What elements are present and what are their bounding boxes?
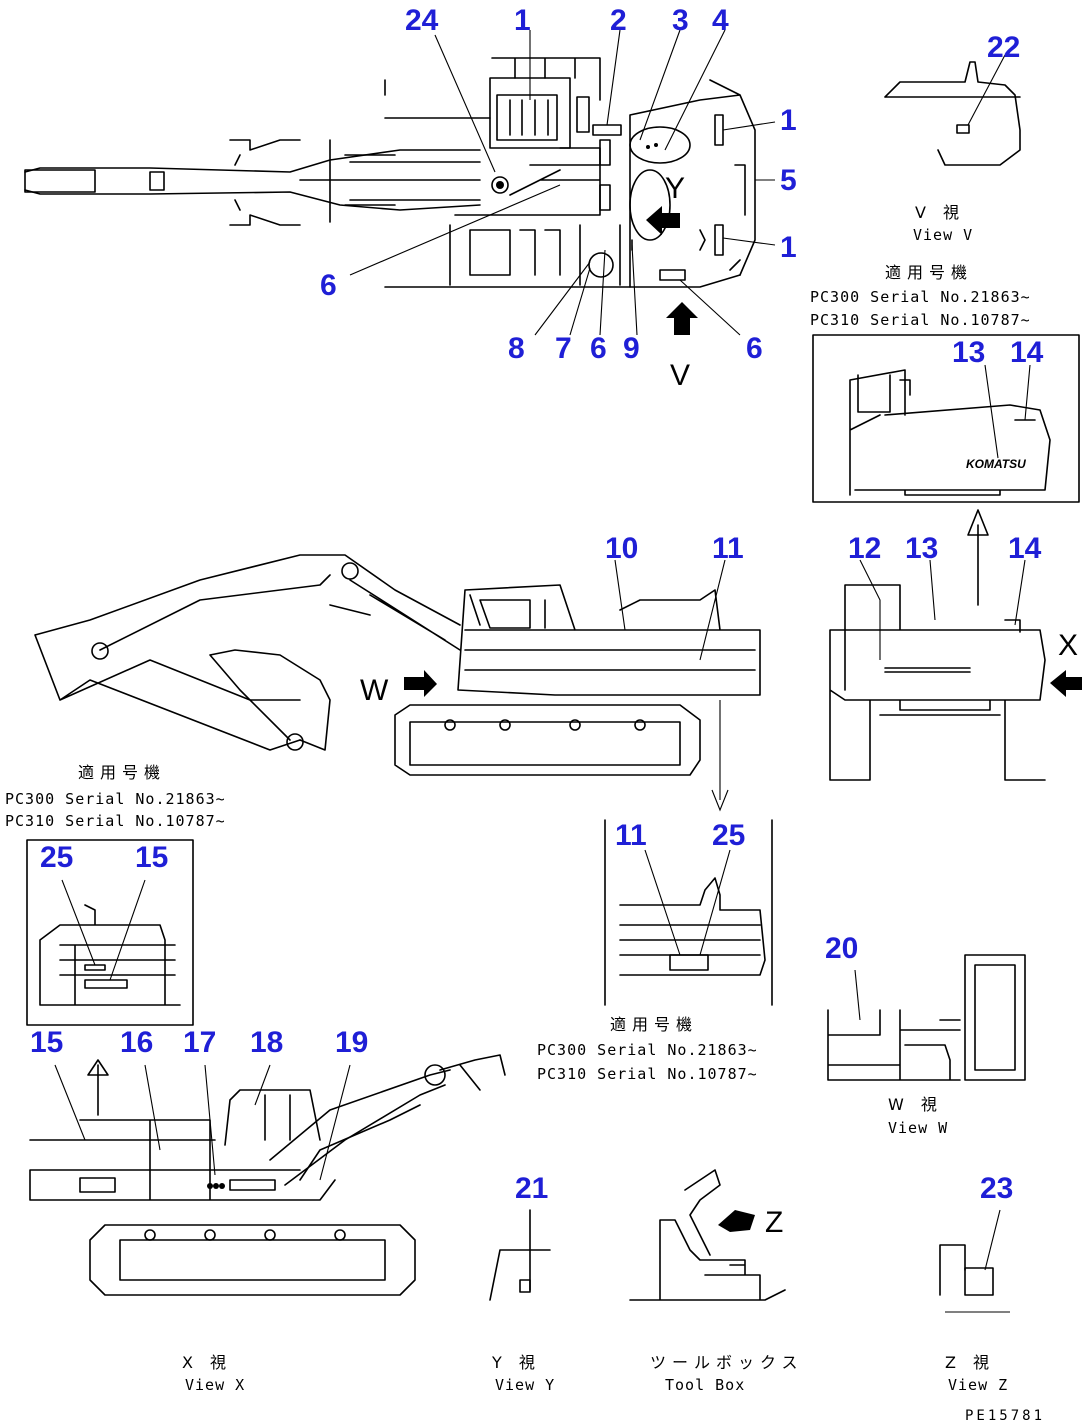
callout-11: 11 xyxy=(615,819,647,852)
toolbox-caption-en: Tool Box xyxy=(665,1376,745,1394)
view-w-detail xyxy=(827,954,1026,1081)
rear-view: X xyxy=(829,509,1082,781)
drawing-code: PE15781 xyxy=(965,1408,1045,1424)
callout-25: 25 xyxy=(712,819,745,852)
serial-heading-left: 適用号機 xyxy=(78,763,166,782)
arrow-letter-z: Z xyxy=(765,1206,783,1239)
callout-14: 14 xyxy=(1008,532,1042,565)
callout-20: 20 xyxy=(825,932,858,965)
callout-15: 15 xyxy=(30,1026,63,1059)
callout-19: 19 xyxy=(335,1026,368,1059)
callout-25: 25 xyxy=(40,841,73,874)
view-z-detail xyxy=(939,1209,1010,1313)
callout-13: 13 xyxy=(905,532,938,565)
view-z-caption-en: View Z xyxy=(948,1376,1008,1394)
view-y-caption-en: View Y xyxy=(495,1376,555,1394)
callout-10: 10 xyxy=(605,532,638,565)
callout-5: 5 xyxy=(780,164,797,197)
callout-1: 1 xyxy=(780,231,797,264)
serial-line2-top: PC310 Serial No.10787~ xyxy=(810,311,1031,329)
view-w-caption-jp: W 視 xyxy=(888,1095,943,1114)
view-z-caption-jp: Z 視 xyxy=(945,1353,995,1372)
callout-6: 6 xyxy=(590,332,607,365)
logo-detail-box: KOMATSU xyxy=(812,334,1080,503)
side-view-right xyxy=(29,1054,506,1296)
callout-23: 23 xyxy=(980,1172,1013,1205)
callout-15: 15 xyxy=(135,841,168,874)
callout-4: 4 xyxy=(712,4,729,37)
label-detail-middle xyxy=(604,819,773,1006)
callout-21: 21 xyxy=(515,1172,548,1205)
callout-6: 6 xyxy=(746,332,763,365)
arrow-letter-x: X xyxy=(1058,629,1078,662)
view-w-caption-en: View W xyxy=(888,1119,948,1137)
callout-2: 2 xyxy=(610,4,627,37)
callout-16: 16 xyxy=(120,1026,153,1059)
view-v-caption-en: View V xyxy=(913,226,973,244)
callout-1: 1 xyxy=(514,4,531,37)
callout-9: 9 xyxy=(623,332,640,365)
serial-line2-middle: PC310 Serial No.10787~ xyxy=(537,1065,758,1083)
top-plan-view: Y V xyxy=(24,29,776,392)
callout-18: 18 xyxy=(250,1026,283,1059)
callout-14: 14 xyxy=(1010,336,1044,369)
callout-24: 24 xyxy=(405,4,439,37)
serial-line1-left: PC300 Serial No.21863~ xyxy=(5,790,226,808)
serial-heading-top: 適用号機 xyxy=(885,263,973,282)
callout-1: 1 xyxy=(780,104,797,137)
callout-22: 22 xyxy=(987,31,1020,64)
callout-7: 7 xyxy=(555,332,572,365)
label-detail-box-left xyxy=(26,839,194,1026)
serial-line2-left: PC310 Serial No.10787~ xyxy=(5,812,226,830)
brand-logo: KOMATSU xyxy=(966,457,1026,471)
view-v-caption-jp: V 視 xyxy=(915,203,965,222)
arrow-letter-y: Y xyxy=(665,172,685,205)
view-y-caption-jp: Y 視 xyxy=(491,1353,541,1372)
callout-13: 13 xyxy=(952,336,985,369)
view-x-caption-jp: X 視 xyxy=(182,1353,232,1372)
callout-6: 6 xyxy=(320,269,337,302)
callout-11: 11 xyxy=(712,532,744,565)
view-y-detail xyxy=(489,1209,551,1301)
side-view-left: W xyxy=(34,554,761,812)
serial-line1-top: PC300 Serial No.21863~ xyxy=(810,288,1031,306)
serial-line1-middle: PC300 Serial No.21863~ xyxy=(537,1041,758,1059)
arrow-letter-w: W xyxy=(360,674,389,707)
arrow-letter-v: V xyxy=(670,359,690,392)
callout-3: 3 xyxy=(672,4,689,37)
toolbox-caption-jp: ツールボックス xyxy=(650,1353,804,1372)
serial-heading-middle: 適用号機 xyxy=(610,1015,698,1034)
callout-8: 8 xyxy=(508,332,525,365)
view-v-detail xyxy=(884,54,1021,166)
callout-17: 17 xyxy=(183,1026,216,1059)
callout-12: 12 xyxy=(848,532,881,565)
view-x-caption-en: View X xyxy=(185,1376,245,1394)
toolbox-detail: Z xyxy=(629,1169,786,1301)
